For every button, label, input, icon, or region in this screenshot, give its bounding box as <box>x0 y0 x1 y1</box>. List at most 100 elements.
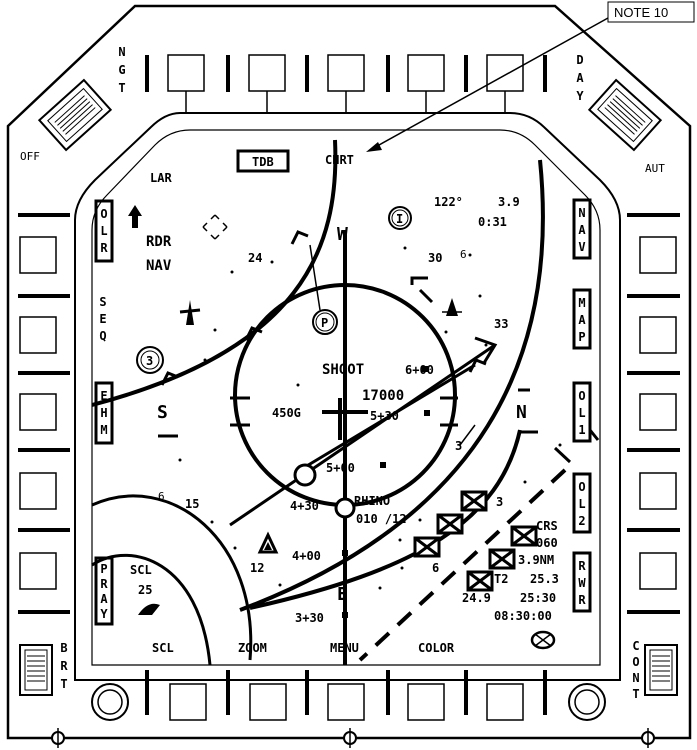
hook-symbols <box>160 230 487 386</box>
osb-left-2[interactable] <box>19 316 57 354</box>
crs-value: 060 <box>536 536 558 550</box>
chrt-label[interactable]: CHRT <box>325 153 354 167</box>
time-to-go-readout: 0:31 <box>478 215 507 229</box>
threat-box-5 <box>488 548 516 570</box>
top-osb-row <box>145 54 547 113</box>
circle-p-icon: P <box>312 309 338 335</box>
svg-text:P: P <box>321 316 328 330</box>
circle-i-icon: I <box>388 206 412 230</box>
svg-text:TDB: TDB <box>252 155 274 169</box>
aut-label: AUT <box>645 162 665 175</box>
heading-33: 33 <box>494 317 508 331</box>
clock-readout: 08:30:00 <box>494 609 552 623</box>
osb-top-2[interactable] <box>248 54 286 92</box>
osb-right-3[interactable] <box>639 393 677 431</box>
color-label[interactable]: COLOR <box>418 641 455 655</box>
t2-label: T2 <box>494 572 508 586</box>
osb-right-1[interactable] <box>639 236 677 274</box>
threat-box-2 <box>436 513 464 535</box>
heading-15: 15 <box>185 497 199 511</box>
osb-left-4[interactable] <box>19 472 57 510</box>
osb-top-4[interactable] <box>407 54 445 92</box>
knob-left[interactable] <box>91 683 129 721</box>
osb-bottom-5[interactable] <box>486 683 524 721</box>
heading-30: 30 <box>428 251 442 265</box>
ground-speed-readout: 450G <box>272 406 301 420</box>
mount-crosshair-center-icon <box>300 728 400 748</box>
day-aut-rocker-right[interactable] <box>587 78 663 152</box>
scatter-dots <box>178 246 562 590</box>
triangle-symbol-icon <box>257 531 279 554</box>
brt-rocker[interactable] <box>19 644 53 696</box>
osb-bottom-1[interactable] <box>169 683 207 721</box>
tdb-box[interactable]: TDB <box>236 149 290 173</box>
osb-left-1[interactable] <box>19 236 57 274</box>
time-mark-500: 5+00 <box>326 461 355 475</box>
threat-box-4 <box>510 525 538 547</box>
dashed-boundary <box>358 468 567 662</box>
slant-marks <box>459 424 600 464</box>
target-diamond-icon <box>202 214 228 240</box>
rdr-label: RDR <box>146 234 172 250</box>
heading-bug-readout: 122° <box>434 195 463 209</box>
osb-top-3[interactable] <box>327 54 365 92</box>
shoot-cue: SHOOT <box>322 362 364 378</box>
svg-text:MAP: MAP <box>578 296 586 344</box>
osb-right-4[interactable] <box>639 472 677 510</box>
osb-bottom-3[interactable] <box>327 683 365 721</box>
nav-label-left: NAV <box>146 258 172 274</box>
up-arrow-icon <box>128 205 142 228</box>
osb-bottom-4[interactable] <box>407 683 445 721</box>
crs-label: CRS <box>536 519 558 533</box>
time-mark-330: 3+30 <box>295 611 324 625</box>
heading-12: 12 <box>250 561 264 575</box>
compass-north: N <box>516 402 527 423</box>
bottom-osb-row <box>145 670 547 721</box>
altitude-readout: 17000 <box>362 388 404 404</box>
osb-top-5[interactable] <box>486 54 524 92</box>
cont-rocker[interactable] <box>644 644 678 696</box>
left-osb-column <box>18 213 70 614</box>
steering-line <box>229 230 498 665</box>
osb-left-5[interactable] <box>19 552 57 590</box>
mount-crosshair-right-icon <box>590 728 690 748</box>
dist-readout: 3.9NM <box>518 553 554 567</box>
display-screen <box>74 112 621 681</box>
zoom-label[interactable]: ZOOM <box>238 641 267 655</box>
note-callout: NOTE 10 <box>366 1 695 152</box>
threat-box-3-label: 6 <box>432 561 439 575</box>
threat-box-3 <box>413 536 441 558</box>
time-2530: 25:30 <box>520 591 556 605</box>
osb-top-1[interactable] <box>167 54 205 92</box>
osb-right-2[interactable] <box>639 316 677 354</box>
scl-bottom-label[interactable]: SCL <box>152 641 174 655</box>
compass-west: W <box>337 224 348 245</box>
lar-label: LAR <box>150 171 172 185</box>
knob-right[interactable] <box>568 683 606 721</box>
aircraft-reticle-icon <box>293 398 368 519</box>
value-249: 24.9 <box>462 591 491 605</box>
time-mark-430: 4+30 <box>290 499 319 513</box>
osb-left-3[interactable] <box>19 393 57 431</box>
osb-right-5[interactable] <box>639 552 677 590</box>
threat-box-6 <box>466 570 494 592</box>
svg-text:EHM: EHM <box>100 389 107 437</box>
ngt-day-rocker-left[interactable] <box>37 78 113 152</box>
scl-shape-icon <box>138 603 160 615</box>
heading-3: 3 <box>455 439 462 453</box>
osb-bottom-2[interactable] <box>249 683 287 721</box>
